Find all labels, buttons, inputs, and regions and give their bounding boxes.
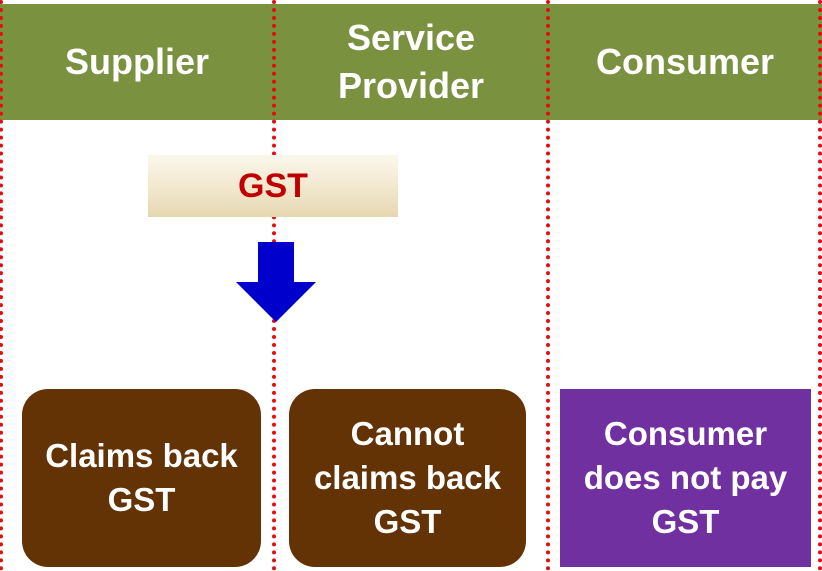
column-title-consumer: Consumer <box>595 41 775 82</box>
column-title-supplier: Supplier <box>64 41 210 82</box>
column-title-service-provider: Service Provider <box>337 17 485 106</box>
supplier-box: Claims back GST <box>22 389 261 567</box>
service-provider-box: Cannot claims back GST <box>289 389 526 567</box>
header-band <box>0 4 822 120</box>
down-arrow-icon <box>236 242 316 322</box>
gst-label: GST <box>148 155 398 217</box>
divider-right-edge <box>818 0 822 571</box>
divider-service-consumer <box>546 0 550 571</box>
consumer-box: Consumer does not pay GST <box>560 389 811 567</box>
divider-left-edge <box>0 0 3 571</box>
